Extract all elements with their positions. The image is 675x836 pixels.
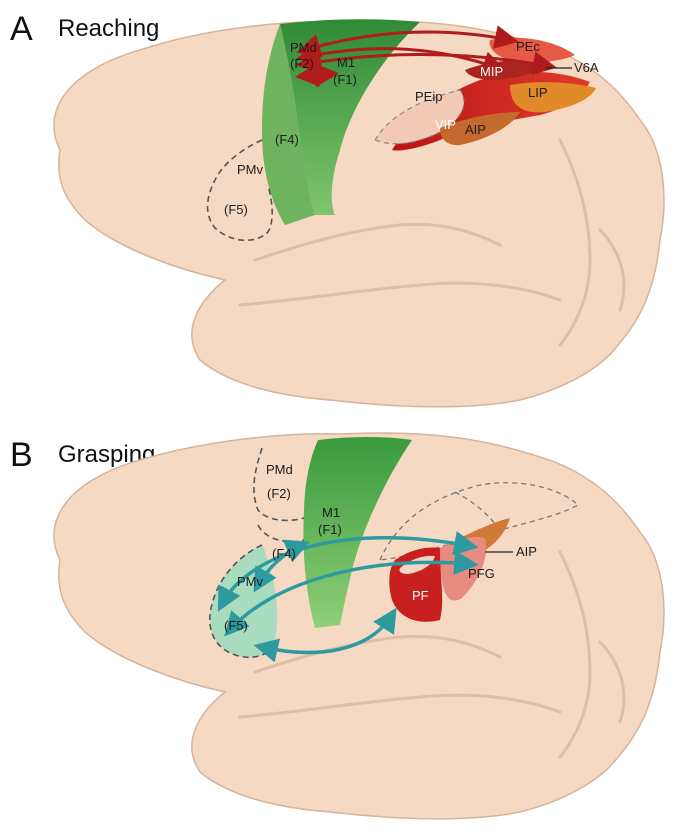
panel-b: B Grasping PMd (F2) M1: [10, 433, 664, 819]
panel-a-title: Reaching: [58, 15, 159, 42]
label-f1-b: (F1): [318, 522, 342, 537]
arrow-pmd-m1: [304, 74, 330, 76]
label-mip-a: MIP: [480, 64, 503, 79]
label-pf-b: PF: [412, 588, 429, 603]
label-pmv-a: PMv: [237, 162, 264, 177]
label-f1-a: (F1): [333, 72, 357, 87]
label-f5-b: (F5): [224, 618, 248, 633]
label-f4-a: (F4): [275, 132, 299, 147]
label-f5-a: (F5): [224, 202, 248, 217]
label-m1-a: M1: [337, 55, 355, 70]
label-vip-a: VIP: [435, 117, 456, 132]
panel-b-letter: B: [10, 436, 33, 474]
label-pec-a: PEc: [516, 39, 540, 54]
label-m1-b: M1: [322, 505, 340, 520]
label-aip-b: AIP: [516, 544, 537, 559]
panel-a-letter: A: [10, 10, 33, 48]
label-f4-b: (F4): [272, 546, 296, 561]
label-pmd-b: PMd: [266, 462, 293, 477]
panel-a: A Reaching PMd (F2) M1 (F1) (F4): [10, 10, 664, 407]
label-pmv-b: PMv: [237, 574, 264, 589]
label-peip-a: PEip: [415, 89, 442, 104]
label-f2-b: (F2): [267, 486, 291, 501]
label-pmd-a: PMd: [290, 40, 317, 55]
label-aip-a: AIP: [465, 122, 486, 137]
label-pfg-b: PFG: [468, 566, 495, 581]
label-v6a-a: V6A: [574, 60, 599, 75]
label-f2-a: (F2): [290, 56, 314, 71]
label-lip-a: LIP: [528, 85, 548, 100]
